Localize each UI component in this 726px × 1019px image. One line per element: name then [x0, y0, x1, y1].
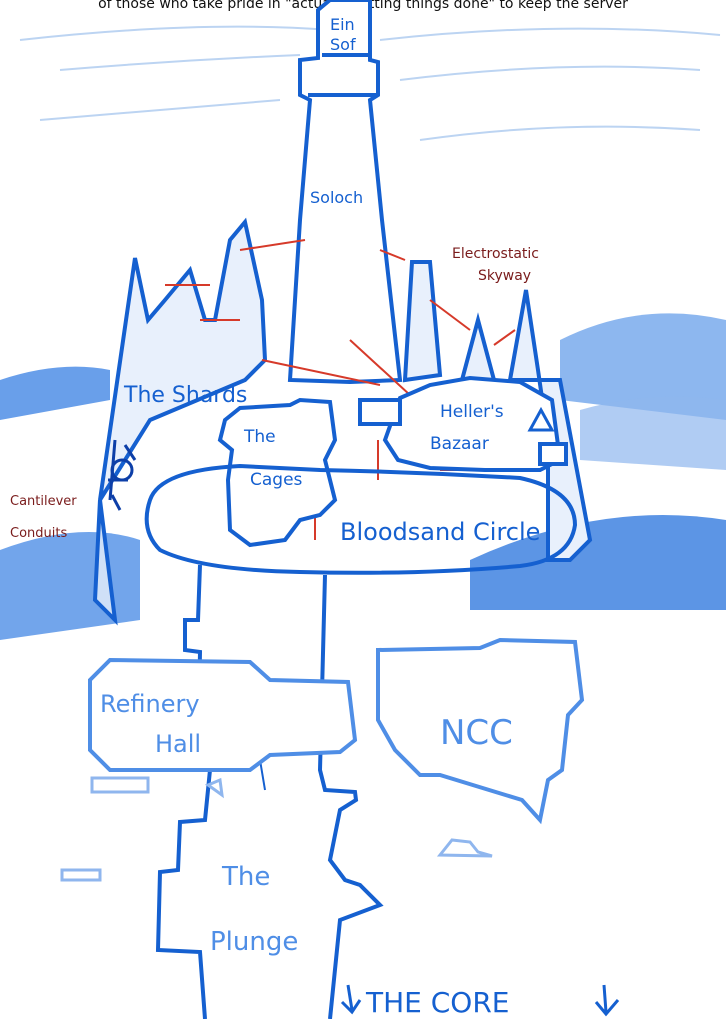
label-the-shards: The Shards: [123, 383, 247, 408]
label-bloodsand-circle: Bloodsand Circle: [340, 518, 540, 546]
label-ein: Ein: [330, 15, 355, 34]
label-plunge: Plunge: [210, 927, 298, 957]
label-cantilever: Cantilever: [10, 494, 77, 509]
the-core-label-group: THE CORE: [340, 984, 620, 1019]
hellers-bazaar-building: [358, 375, 568, 472]
label-soloch: Soloch: [310, 188, 363, 207]
sky-strokes: [19, 25, 721, 141]
triangle-icon: [527, 406, 555, 432]
lower-shaft: [155, 564, 384, 1019]
cantilever-conduits: [108, 439, 137, 511]
label-hellers: Heller's: [440, 402, 504, 422]
refinery-hall-box: [88, 657, 358, 772]
bloodsand-circle-arena: [144, 463, 578, 575]
label-electrostatic: Electrostatic: [452, 246, 539, 262]
down-arrow-icon: [340, 984, 362, 1015]
the-shards-spikes: [92, 217, 268, 626]
label-skyway: Skyway: [478, 268, 531, 284]
label-bazaar: Bazaar: [430, 434, 489, 454]
label-the-plunge-the: The: [221, 862, 270, 892]
floating-debris: [60, 776, 493, 882]
the-cages-building: [217, 397, 338, 548]
ncc-box: [376, 637, 585, 825]
label-refinery: Refinery: [100, 690, 200, 718]
right-hills: [470, 313, 726, 610]
label-hall: Hall: [155, 730, 201, 758]
soloch-spire: [287, 0, 403, 385]
label-the-core: THE CORE: [365, 986, 510, 1019]
label-conduits: Conduits: [10, 526, 67, 541]
label-cages: Cages: [250, 470, 303, 490]
label-sof: Sof: [330, 35, 356, 54]
label-the-cages-the: The: [243, 427, 276, 447]
label-ncc: NCC: [440, 713, 513, 753]
down-arrow-icon-2: [594, 984, 620, 1017]
